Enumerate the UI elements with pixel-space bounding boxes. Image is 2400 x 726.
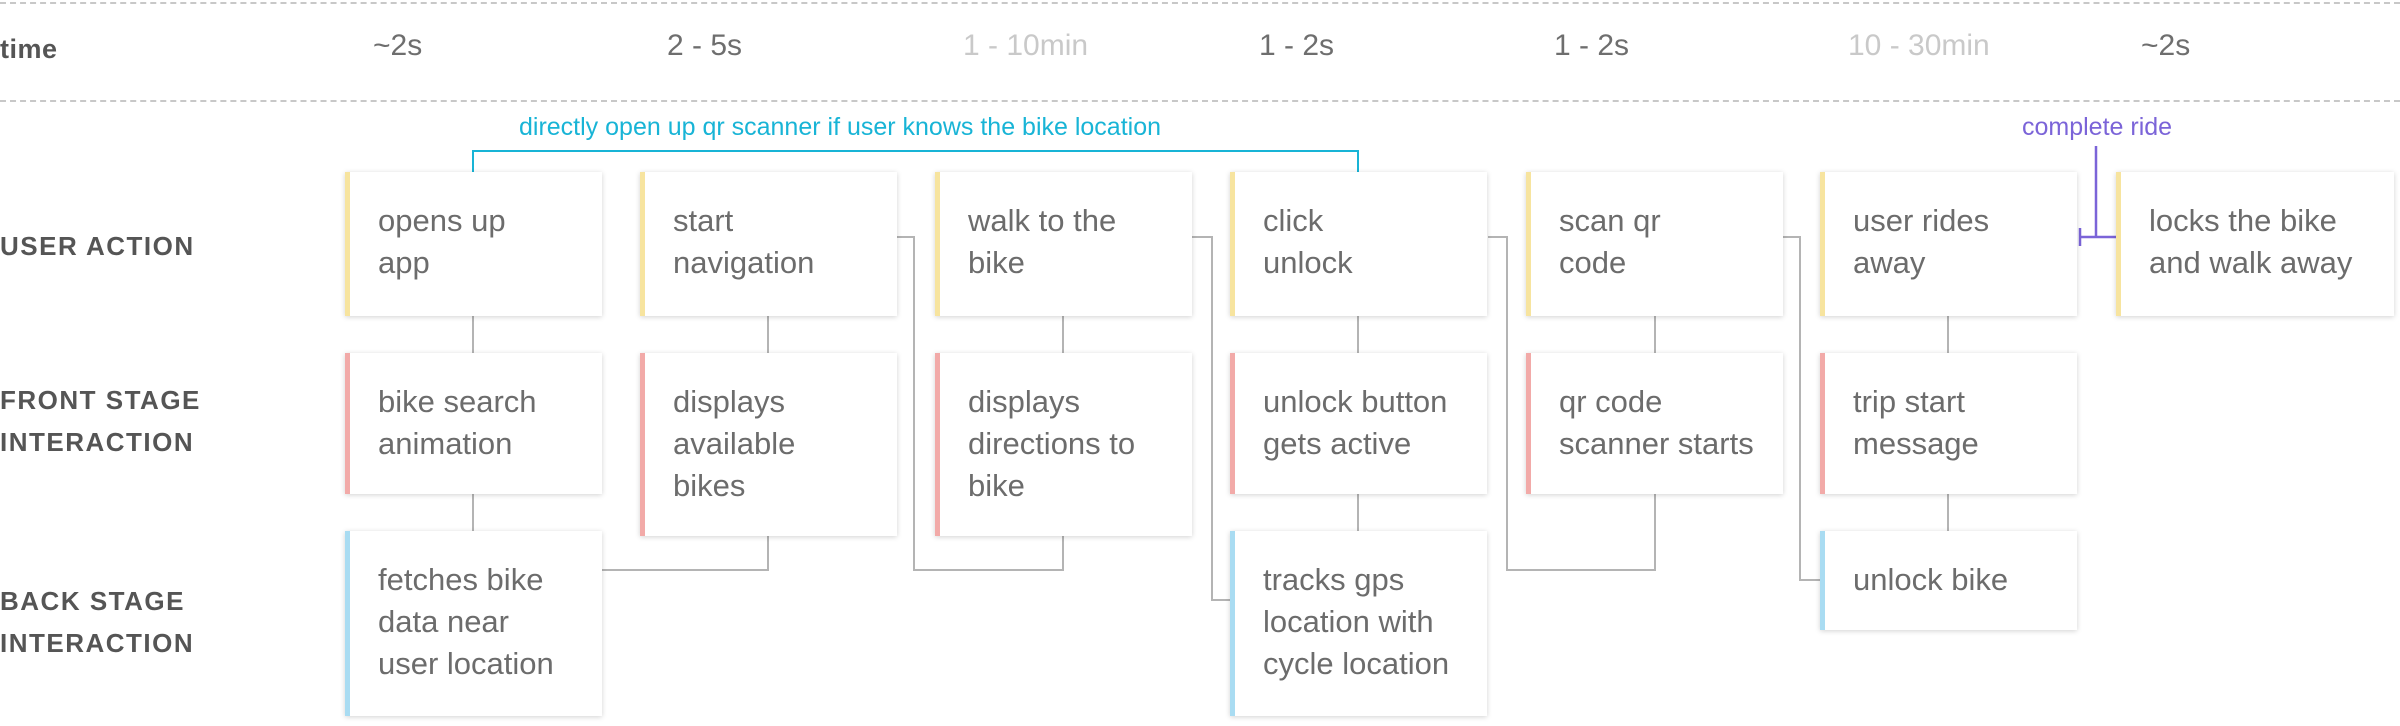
connector-col5-to-back bbox=[1488, 236, 1656, 571]
connector-col3-to-back bbox=[897, 236, 1064, 571]
user-action-card-click-unlock: click unlock bbox=[1230, 172, 1487, 316]
top-dashed-divider bbox=[0, 2, 2400, 4]
user-action-card-scan-qr: scan qr code bbox=[1526, 172, 1783, 316]
front-stage-card-directions: displays directions to bike bbox=[935, 353, 1192, 536]
complete-ride-bracket bbox=[2078, 146, 2116, 246]
connector-col3-to-col4-back bbox=[1192, 236, 1230, 601]
time-value-5: 1 - 2s bbox=[1554, 29, 1630, 62]
complete-ride-annotation: complete ride bbox=[2022, 113, 2173, 141]
time-value-1: ~2s bbox=[373, 29, 423, 62]
front-stage-card-available-bikes: displays available bikes bbox=[640, 353, 897, 536]
back-stage-card-track-gps: tracks gps location with cycle location bbox=[1230, 531, 1487, 716]
user-action-card-lock-bike: locks the bike and walk away bbox=[2116, 172, 2394, 316]
connector-col5-to-col6-back bbox=[1783, 236, 1820, 581]
back-stage-card-unlock-bike: unlock bike bbox=[1820, 531, 2077, 630]
shortcut-annotation: directly open up qr scanner if user know… bbox=[519, 113, 1162, 141]
front-stage-card-search-animation: bike search animation bbox=[345, 353, 602, 494]
time-value-4: 1 - 2s bbox=[1259, 29, 1335, 62]
user-action-card-rides-away: user rides away bbox=[1820, 172, 2077, 316]
row-label-back-stage: BACK STAGE INTERACTION bbox=[0, 586, 195, 658]
front-stage-card-unlock-button: unlock button gets active bbox=[1230, 353, 1487, 494]
time-value-2: 2 - 5s bbox=[667, 29, 743, 62]
time-value-6: 10 - 30min bbox=[1848, 29, 1990, 62]
time-dashed-divider bbox=[0, 100, 2400, 102]
back-stage-card-fetch-bike-data: fetches bike data near user location bbox=[345, 531, 602, 716]
user-action-card-walk-to-bike: walk to the bike bbox=[935, 172, 1192, 316]
front-stage-card-trip-start: trip start message bbox=[1820, 353, 2077, 494]
shortcut-bracket bbox=[472, 150, 1359, 172]
time-value-7: ~2s bbox=[2141, 29, 2191, 62]
time-value-3: 1 - 10min bbox=[963, 29, 1089, 62]
front-stage-card-qr-scanner: qr code scanner starts bbox=[1526, 353, 1783, 494]
connector-col2-to-back bbox=[602, 536, 769, 571]
time-row-label: time bbox=[0, 34, 58, 64]
user-action-card-open-app: opens up app bbox=[345, 172, 602, 316]
row-label-front-stage: FRONT STAGE INTERACTION bbox=[0, 385, 201, 457]
row-label-user-action: USER ACTION bbox=[0, 231, 195, 261]
user-action-card-start-navigation: start navigation bbox=[640, 172, 897, 316]
